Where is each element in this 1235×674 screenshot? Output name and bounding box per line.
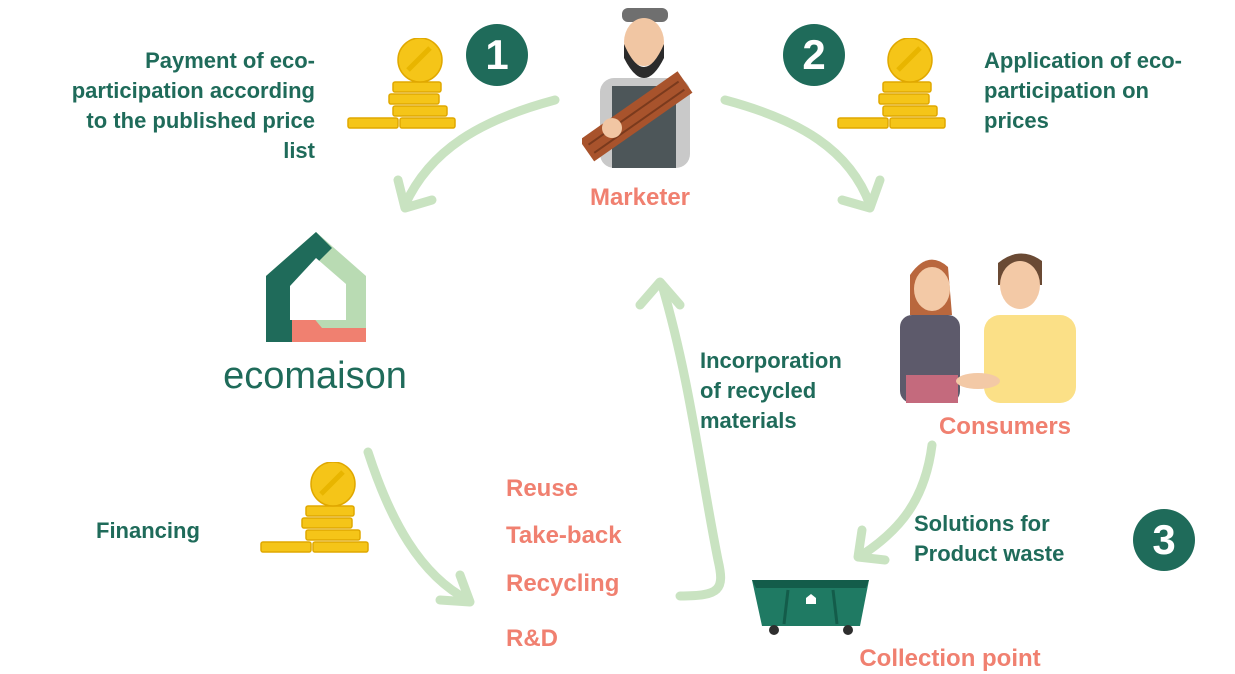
step-two-line: prices	[984, 108, 1049, 133]
step-three-badge: 3	[1133, 509, 1195, 571]
consumers-illustration	[900, 253, 1076, 403]
coin-stack-icon	[260, 462, 369, 553]
step-one-line: to the published price	[86, 108, 315, 133]
ecomaison-logo-icon	[266, 232, 366, 342]
arrowhead-collection	[853, 525, 890, 565]
step-two-line: participation on	[984, 78, 1149, 103]
arrow-recycling-to-marketer	[657, 280, 726, 601]
arrow-marketer-to-ecomaison	[400, 95, 560, 210]
consumers-label: Consumers	[938, 413, 1072, 440]
incorporation-line: materials	[700, 408, 797, 433]
incorporation-line: of recycled	[700, 378, 817, 403]
incorporation-text: Incorporation of recycled materials	[700, 346, 890, 436]
arrow-marketer-to-consumers	[720, 95, 875, 210]
coin-stack-icon	[347, 38, 456, 129]
coin-stack-icon	[837, 38, 946, 129]
marketer-label: Marketer	[589, 184, 691, 211]
activity-reuse: Reuse	[506, 475, 579, 502]
arrowhead-activities	[435, 570, 475, 607]
step-three-line: Solutions for	[914, 511, 1050, 536]
arrow-consumers-to-collection	[857, 440, 937, 560]
step-one-line: Payment of eco-	[145, 48, 315, 73]
step-three-text: Solutions for Product waste	[914, 509, 1114, 569]
arrow-ecomaison-to-activities	[363, 447, 473, 605]
step-two-badge: 2	[783, 24, 845, 86]
collection-bin-icon	[752, 580, 869, 635]
step-one-line: list	[283, 138, 315, 163]
collection-point-label: Collection point	[859, 645, 1041, 672]
financing-label: Financing	[96, 518, 200, 543]
activity-recycling: Recycling	[506, 570, 620, 597]
step-one-line: participation according	[71, 78, 315, 103]
arrowhead-ecomaison	[393, 175, 437, 213]
arrowhead-marketer	[635, 277, 685, 310]
activity-r-and-d: R&D	[506, 625, 558, 652]
activity-take-back: Take-back	[506, 522, 622, 549]
step-one-badge: 1	[466, 24, 528, 86]
step-two-line: Application of eco-	[984, 48, 1182, 73]
step-one-text: Payment of eco- participation according …	[20, 46, 315, 166]
step-three-line: Product waste	[914, 541, 1065, 566]
marketer-illustration	[582, 8, 693, 168]
brand-wordmark: ecomaison	[223, 355, 407, 397]
step-two-text: Application of eco- participation on pri…	[984, 46, 1234, 136]
incorporation-line: Incorporation	[700, 348, 842, 373]
arrowhead-consumers	[837, 175, 885, 213]
